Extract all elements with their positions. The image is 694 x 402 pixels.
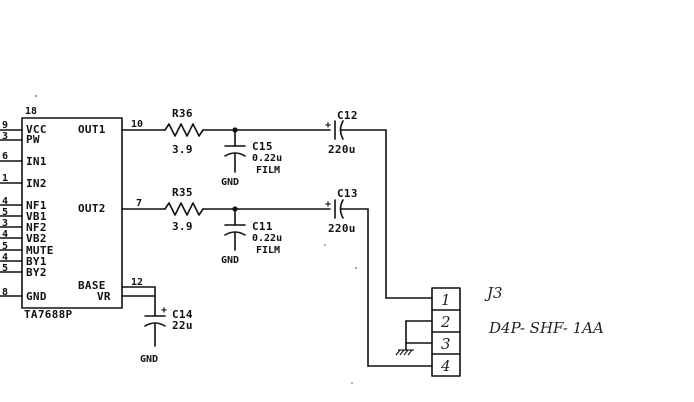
ic-pin-label-in2: IN2	[26, 177, 47, 190]
ic-pin-number: 5	[2, 263, 8, 274]
ic-part-number: TA7688P	[24, 308, 73, 321]
ic-pin-number: 4	[2, 229, 8, 240]
capacitor-c11-plate-curved	[224, 231, 246, 236]
ic-pin-label-vcc: VCC	[26, 123, 47, 136]
ic-pin-number: 8	[2, 287, 8, 298]
capacitor-c11-gnd: GND	[221, 255, 239, 266]
capacitor-c14-plate-curved	[144, 322, 166, 327]
capacitor-c15-value: 0.22u	[252, 153, 282, 164]
ic-pin-label-nf1: NF1	[26, 199, 47, 212]
capacitor-c14-plus: +	[161, 305, 167, 316]
resistor-r36-ref: R36	[172, 107, 193, 120]
ic-pin-label-base: BASE	[78, 279, 106, 292]
ic-pin-label-vb1: VB1	[26, 210, 47, 223]
connector-pin-1: 1	[441, 291, 451, 309]
capacitor-c14-gnd: GND	[140, 354, 158, 365]
capacitor-c15-type: FILM	[256, 165, 280, 176]
ic-pin-number: 4	[2, 252, 8, 263]
capacitor-c11-ref: C11	[252, 220, 273, 233]
ic-pin-label-mute: MUTE	[26, 244, 54, 257]
ic-pin-label-by1: BY1	[26, 255, 47, 268]
ic-pin-label-out2: OUT2	[78, 202, 106, 215]
connector-pin-2: 2	[440, 313, 451, 331]
capacitor-c13-value: 220u	[328, 222, 356, 235]
ic-pin-number: 12	[131, 277, 143, 288]
ic-pin-number: 1	[2, 173, 8, 184]
resistor-r36-value: 3.9	[172, 143, 193, 156]
connector-part-number: D4P- SHF- 1AA	[488, 319, 604, 337]
capacitor-c12-value: 220u	[328, 143, 356, 156]
base-cap-wiring	[121, 286, 166, 347]
capacitor-c14-ref: C14	[172, 308, 193, 321]
capacitor-c13-ref: C13	[337, 187, 358, 200]
ic-u1: 18 TA7688P 9 3 6 1 4 5 3 4 5 4 5 8	[0, 106, 143, 321]
ic-pin-label-vr: VR	[97, 290, 111, 303]
ic-pin-number: 6	[2, 151, 8, 162]
channel-1-wiring	[121, 120, 433, 299]
ic-pin-label-vb2: VB2	[26, 232, 47, 245]
ic-pin-number: 3	[2, 131, 8, 142]
resistor-r35-value: 3.9	[172, 220, 193, 233]
connector-pin-4: 4	[440, 357, 451, 375]
ic-pin-label-gnd: GND	[26, 290, 47, 303]
ic-pin-label-by2: BY2	[26, 266, 47, 279]
ic-pin-label-in1: IN1	[26, 155, 47, 168]
connector-ref: J3	[484, 284, 503, 302]
capacitor-c12-plus: +	[325, 120, 331, 131]
ic-pin-number: 3	[2, 218, 8, 229]
connector-j3	[395, 287, 461, 377]
resistor-r36	[164, 123, 204, 137]
resistor-r35-ref: R35	[172, 186, 193, 199]
ic-body	[21, 117, 123, 309]
capacitor-c14-value: 22u	[172, 319, 193, 332]
resistor-r35	[164, 202, 204, 216]
ic-pin-number: 4	[2, 196, 8, 207]
connector-pin-3: 3	[441, 335, 451, 353]
ic-pin-number: 10	[131, 119, 143, 130]
capacitor-c11-value: 0.22u	[252, 233, 282, 244]
ic-pin-label-pw: PW	[26, 133, 40, 146]
capacitor-c15-plate-curved	[224, 152, 246, 157]
ic-pin-number: 5	[2, 207, 8, 218]
ic-pin-label-out1: OUT1	[78, 123, 106, 136]
ic-top-pin-number: 18	[25, 106, 37, 117]
ic-pin-number: 7	[136, 198, 142, 209]
capacitor-c15-ref: C15	[252, 140, 273, 153]
capacitor-c13-plus: +	[325, 199, 331, 210]
capacitor-c15-gnd: GND	[221, 177, 239, 188]
ic-pin-number: 5	[2, 241, 8, 252]
ic-pin-label-nf2: NF2	[26, 221, 47, 234]
capacitor-c11-type: FILM	[256, 245, 280, 256]
channel-2-wiring	[121, 199, 433, 367]
ic-left-pin-stubs	[0, 129, 23, 297]
capacitor-c12-ref: C12	[337, 109, 358, 122]
ic-pin-number: 9	[2, 120, 8, 131]
